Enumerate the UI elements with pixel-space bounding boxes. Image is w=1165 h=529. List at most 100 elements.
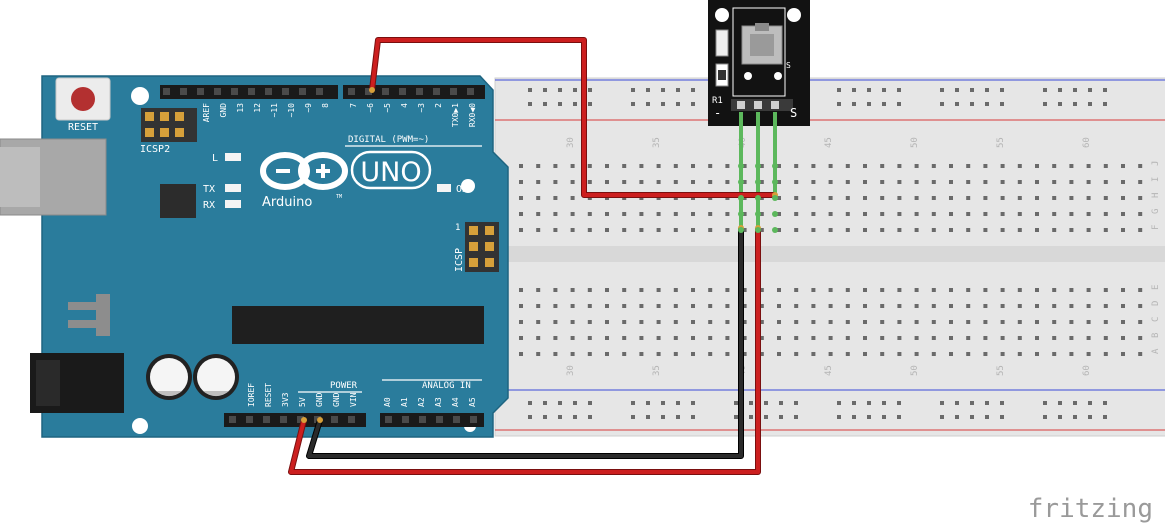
pin-label-rx0: RX0◀0	[468, 103, 477, 127]
ir-receiver-lens	[755, 23, 769, 31]
breadboard-hole	[1035, 212, 1039, 216]
connected-hole	[755, 227, 761, 233]
fritzing-watermark: fritzing	[1028, 494, 1153, 524]
breadboard-hole	[1052, 196, 1057, 200]
breadboard-hole	[1103, 336, 1108, 340]
header-pin	[297, 416, 304, 423]
header-pin	[246, 416, 253, 423]
arduino-tm-mark: TM	[336, 194, 342, 200]
rail-hole	[543, 102, 547, 106]
breadboard-hole	[691, 180, 695, 184]
header-pin	[231, 88, 238, 95]
breadboard-hole	[1069, 336, 1074, 340]
connected-hole	[738, 227, 744, 233]
breadboard-hole	[673, 352, 678, 356]
pin-label-a5: A5	[468, 397, 477, 407]
breadboard-hole	[536, 352, 541, 356]
breadboard-hole	[553, 304, 558, 308]
rail-hole	[955, 102, 959, 106]
breadboard-hole	[777, 228, 781, 232]
breadboard-hole	[811, 196, 816, 200]
breadboard: 30 35 40 45 50 55 60 30 35 40 45 50 55 6…	[494, 77, 1165, 437]
breadboard-hole	[725, 212, 730, 216]
breadboard-hole	[536, 228, 541, 232]
breadboard-hole	[1103, 228, 1108, 232]
pin-label-vin: VIN	[349, 392, 358, 407]
wire-signal[interactable]	[370, 38, 775, 197]
breadboard-hole	[570, 288, 575, 292]
col-number-55-bottom: 55	[996, 365, 1006, 376]
breadboard-hole	[811, 352, 816, 356]
breadboard-hole	[845, 320, 850, 324]
breadboard-hole	[1017, 352, 1022, 356]
breadboard-hole	[777, 164, 781, 168]
breadboard-hole	[742, 288, 747, 292]
breadboard-hole	[1017, 196, 1022, 200]
breadboard-hole	[570, 180, 575, 184]
breadboard-hole	[914, 336, 919, 340]
breadboard-hole	[966, 228, 971, 232]
wire-gnd[interactable]	[307, 228, 743, 458]
breadboard-hole	[570, 304, 575, 308]
breadboard-hole	[605, 336, 609, 340]
breadboard-hole	[519, 304, 523, 308]
breadboard-hole	[1121, 228, 1125, 232]
rail-hole	[882, 415, 886, 419]
breadboard-hole	[914, 228, 919, 232]
breadboard-hole	[553, 288, 558, 292]
sensor-pin-gnd	[737, 101, 745, 109]
rail-hole	[528, 102, 532, 106]
breadboard-hole	[725, 352, 730, 356]
breadboard-hole	[777, 336, 781, 340]
breadboard-hole	[983, 288, 988, 292]
breadboard-hole	[639, 352, 644, 356]
mounting-hole-right	[461, 179, 475, 193]
rail-hole	[1073, 102, 1077, 106]
breadboard-hole	[656, 352, 661, 356]
breadboard-hole	[914, 320, 919, 324]
breadboard-hole	[587, 336, 592, 340]
pin-label-gnd: GND	[219, 103, 228, 118]
reset-button-cap[interactable]	[71, 87, 95, 111]
uno-logo-badge	[350, 150, 432, 190]
pin-label-4: 4	[400, 103, 409, 108]
rail-hole	[588, 102, 592, 106]
header-pin	[163, 88, 170, 95]
rail-hole	[1000, 415, 1004, 419]
breadboard-hole	[1086, 320, 1091, 324]
breadboard-hole	[639, 180, 644, 184]
breadboard-hole	[1086, 352, 1091, 356]
rail-hole	[867, 401, 871, 405]
breadboard-hole	[1086, 212, 1091, 216]
breadboard-hole	[742, 164, 747, 168]
breadboard-hole	[914, 352, 919, 356]
r1-label: R1	[712, 96, 723, 106]
sensor-s-mark: S	[786, 61, 791, 70]
breadboard-hole	[622, 352, 627, 356]
icsp-pin1-label: 1	[455, 223, 460, 233]
rail-hole	[779, 401, 783, 405]
breadboard-hole	[983, 352, 988, 356]
breadboard-hole	[536, 180, 541, 184]
connected-hole	[772, 211, 778, 217]
breadboard-hole	[536, 304, 541, 308]
capacitor-2-mark	[203, 391, 229, 397]
row-letter-h: H	[1151, 193, 1161, 198]
wire-5v[interactable]	[289, 228, 760, 474]
pin-label-a2: A2	[417, 397, 426, 407]
breadboard-hole	[673, 164, 678, 168]
header-pin	[348, 88, 355, 95]
breadboard-hole	[949, 352, 953, 356]
rail-hole	[734, 415, 738, 419]
breadboard-hole	[811, 212, 816, 216]
breadboard-hole	[708, 228, 713, 232]
rail-hole	[543, 401, 547, 405]
breadboard-hole	[914, 212, 919, 216]
breadboard-hole	[794, 180, 799, 184]
wires	[288, 37, 778, 475]
breadboard-hole	[845, 196, 850, 200]
breadboard-hole	[656, 180, 661, 184]
breadboard-hole	[931, 164, 936, 168]
breadboard-hole	[1017, 180, 1022, 184]
breadboard-hole	[570, 336, 575, 340]
